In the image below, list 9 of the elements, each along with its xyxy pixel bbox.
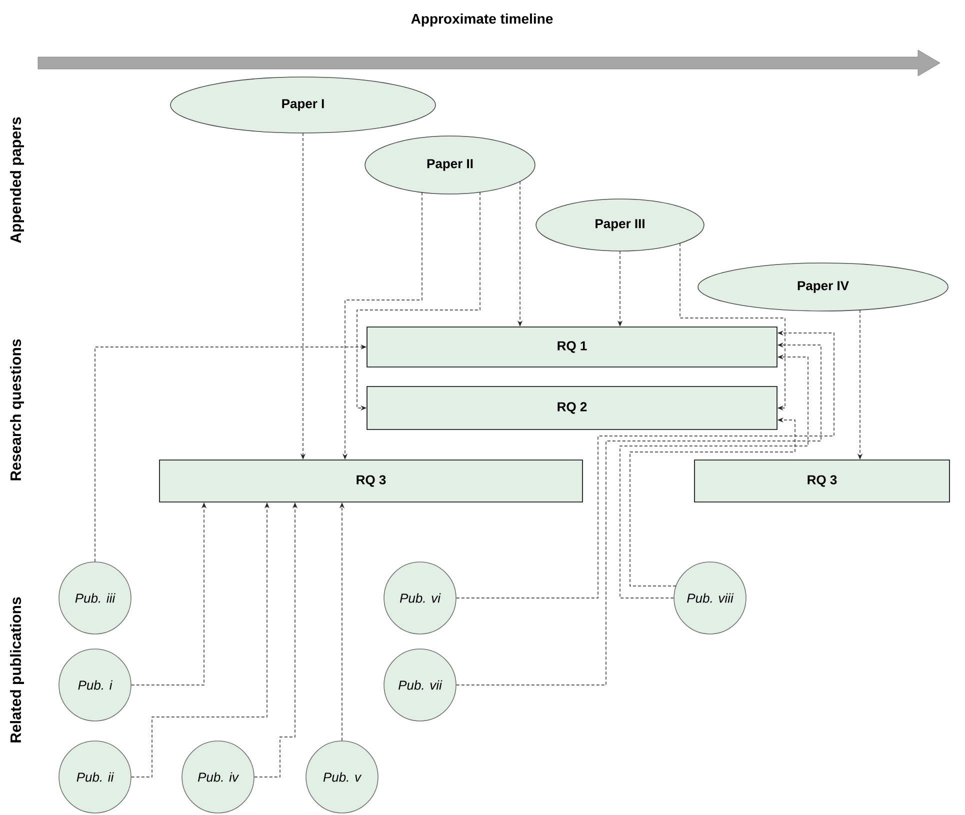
question-box: RQ 3	[694, 460, 950, 502]
row-label: Research questions	[10, 339, 24, 480]
row-label: Related publications	[10, 597, 24, 742]
question-box: RQ 3	[159, 460, 583, 502]
row-label: Appended papers	[10, 117, 24, 243]
question-box: RQ 2	[366, 386, 778, 430]
axis-title: Approximate timeline	[411, 13, 553, 27]
question-box: RQ 1	[366, 326, 778, 368]
arrow	[680, 242, 786, 411]
